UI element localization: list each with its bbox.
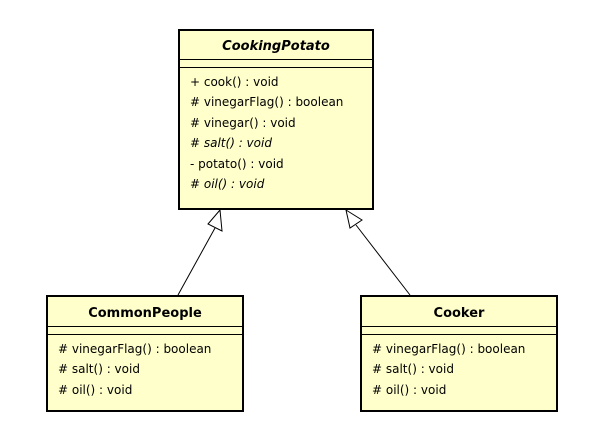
operation-oil: # oil() : void (190, 177, 265, 192)
operation-oil: # oil() : void (372, 382, 447, 397)
class-cooker[interactable]: Cooker # vinegarFlag() : boolean # salt(… (360, 295, 558, 412)
operations-compartment-cookingpotato: + cook() : void # vinegarFlag() : boolea… (180, 68, 372, 194)
class-name-commonpeople: CommonPeople (48, 297, 242, 327)
operation-salt: # salt() : void (372, 362, 454, 377)
operation-salt: # salt() : void (190, 136, 272, 151)
operation-cook: + cook() : void (190, 75, 279, 89)
generalization-commonpeople-to-cookingpotato (177, 208, 223, 296)
operation-vinegarflag: # vinegarFlag() : boolean (190, 95, 344, 110)
operation-vinegarflag: # vinegarFlag() : boolean (372, 342, 526, 356)
generalization-line-commonpeople (177, 227, 216, 296)
operation-oil: # oil() : void (58, 382, 133, 397)
class-name-cooker: Cooker (362, 297, 556, 327)
generalization-line-cooker (355, 224, 411, 296)
class-name-cookingpotato: CookingPotato (180, 31, 372, 60)
attributes-compartment-cooker (362, 327, 556, 335)
attributes-compartment-commonpeople (48, 327, 242, 335)
operations-compartment-cooker: # vinegarFlag() : boolean # salt() : voi… (362, 335, 556, 400)
generalization-arrowhead-cooker (345, 208, 363, 229)
operations-compartment-commonpeople: # vinegarFlag() : boolean # salt() : voi… (48, 335, 242, 400)
generalization-cooker-to-cookingpotato (345, 208, 411, 296)
operation-vinegar: # vinegar() : void (190, 115, 296, 130)
operation-salt: # salt() : void (58, 362, 140, 377)
class-commonpeople[interactable]: CommonPeople # vinegarFlag() : boolean #… (46, 295, 244, 412)
operation-potato: - potato() : void (190, 156, 284, 171)
operation-vinegarflag: # vinegarFlag() : boolean (58, 342, 212, 356)
generalization-arrowhead-commonpeople (207, 208, 223, 232)
class-cookingpotato[interactable]: CookingPotato + cook() : void # vinegarF… (178, 29, 374, 210)
attributes-compartment-cookingpotato (180, 60, 372, 68)
